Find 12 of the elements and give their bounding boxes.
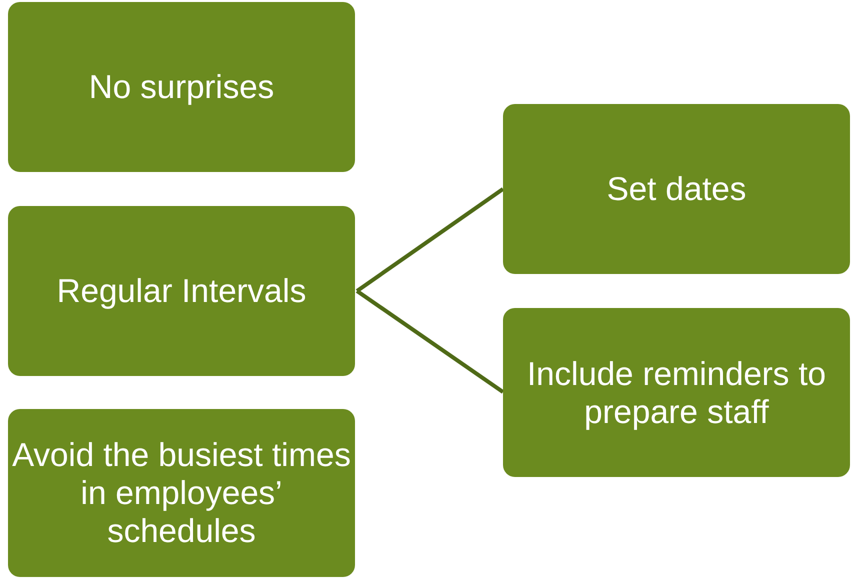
connector-line	[356, 187, 504, 293]
box-label: Set dates	[606, 170, 746, 208]
process-box	[8, 2, 355, 172]
connector-line	[356, 289, 504, 394]
process-box	[8, 206, 355, 376]
process-box	[503, 104, 850, 274]
box-label: Regular Intervals	[56, 272, 306, 310]
box-label: Include reminders to prepare staff	[526, 354, 827, 430]
process-box	[8, 409, 355, 577]
process-box	[503, 308, 850, 477]
box-label: No surprises	[88, 68, 274, 106]
box-label: Avoid the busiest times in employees’ schedules	[12, 436, 351, 550]
